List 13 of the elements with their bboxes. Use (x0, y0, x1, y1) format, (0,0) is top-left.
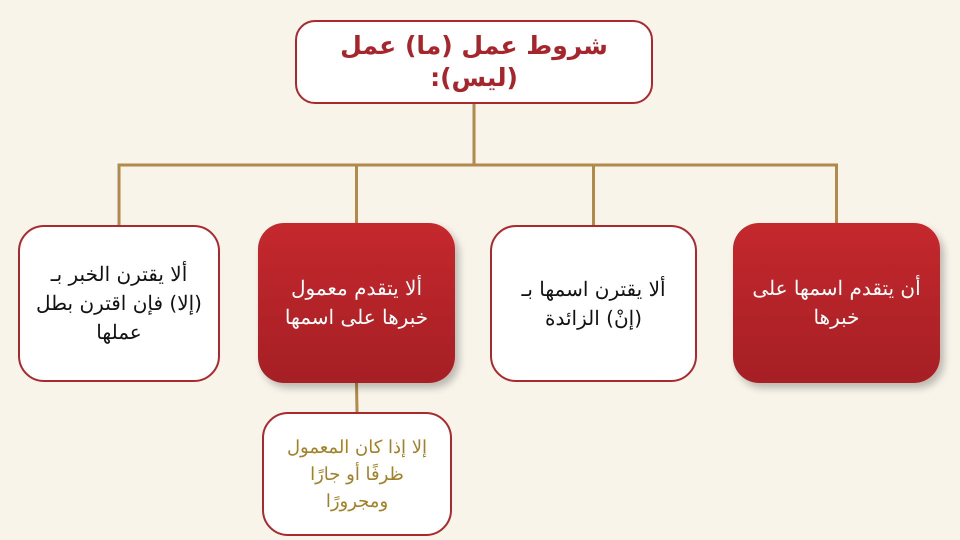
condition-text: إلا إذا كان المعمول ظرفًا أو جارًا ومجرورًا (286, 436, 428, 514)
condition-box (490, 225, 697, 382)
condition-text: ألا يتقدم معمول خبرها على اسمها (284, 274, 430, 331)
exception-box (262, 412, 452, 536)
condition-box (18, 225, 220, 382)
condition-text: ألا يقترن الخبر بـ (إلا) فإن اقترن بطل عملها (35, 260, 203, 346)
title-text: شروط عمل (ما) عمل (ليس): (339, 30, 609, 94)
condition-text: أن يتقدم اسمها على خبرها (751, 274, 922, 331)
condition-text: ألا يقترن اسمها بـ (إنْ) الزائدة (520, 275, 667, 332)
connector-line (355, 382, 358, 412)
condition-box (733, 223, 940, 383)
title-box (295, 20, 653, 104)
condition-box (258, 223, 455, 383)
